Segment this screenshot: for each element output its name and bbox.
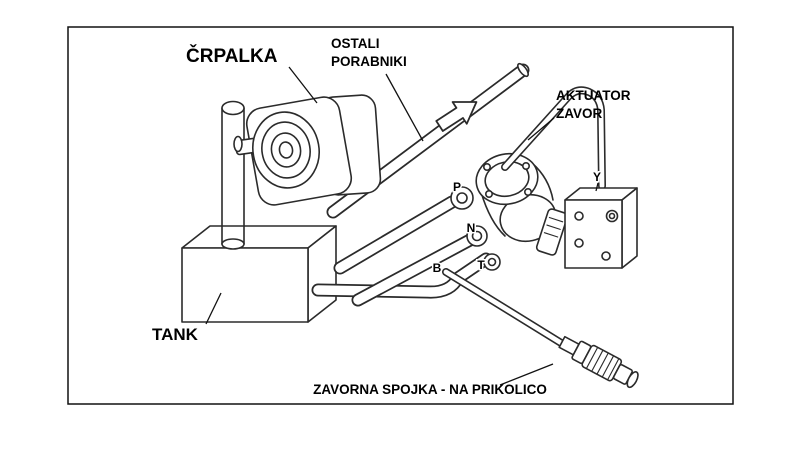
other-consumers-leader-line — [385, 73, 424, 142]
port-label-n: N — [467, 221, 476, 235]
trailer-coupling-illustration — [558, 335, 639, 389]
pressure-pipe-n — [351, 233, 477, 307]
port-label-p: P — [453, 180, 461, 194]
pressure-pipe-p — [333, 195, 459, 275]
brake-actuator-illustration — [564, 187, 638, 269]
brake-actuator-label-line2: ZAVOR — [556, 106, 602, 121]
valve-block-illustration — [450, 152, 569, 271]
actuator-pipe-y — [501, 86, 606, 190]
actuator-leader-line — [527, 117, 555, 141]
port-label-b: B — [433, 261, 442, 275]
other-consumers-label-line2: PORABNIKI — [331, 54, 407, 69]
tank-leader-line — [205, 292, 222, 325]
port-label-t: T — [477, 258, 485, 272]
port-label-y: Y — [593, 170, 601, 184]
tank-label: TANK — [152, 325, 199, 344]
trailer-coupling-label: ZAVORNA SPOJKA - NA PRIKOLICO — [313, 382, 547, 397]
y-leader-line — [595, 182, 599, 192]
coupling-leader-line — [499, 363, 554, 386]
pump-label: ČRPALKA — [186, 45, 278, 67]
brake-pipe-b — [442, 268, 570, 350]
tank-illustration — [181, 225, 337, 323]
pump-suction-pipe — [221, 100, 245, 250]
valve-spool — [535, 208, 569, 256]
brake-actuator-label-line1: AKTUATOR — [556, 88, 631, 103]
flow-arrow-icon — [435, 101, 478, 132]
pump-leader-line — [288, 66, 318, 104]
other-consumers-label-line1: OSTALI — [331, 36, 380, 51]
pump-illustration — [233, 94, 382, 206]
